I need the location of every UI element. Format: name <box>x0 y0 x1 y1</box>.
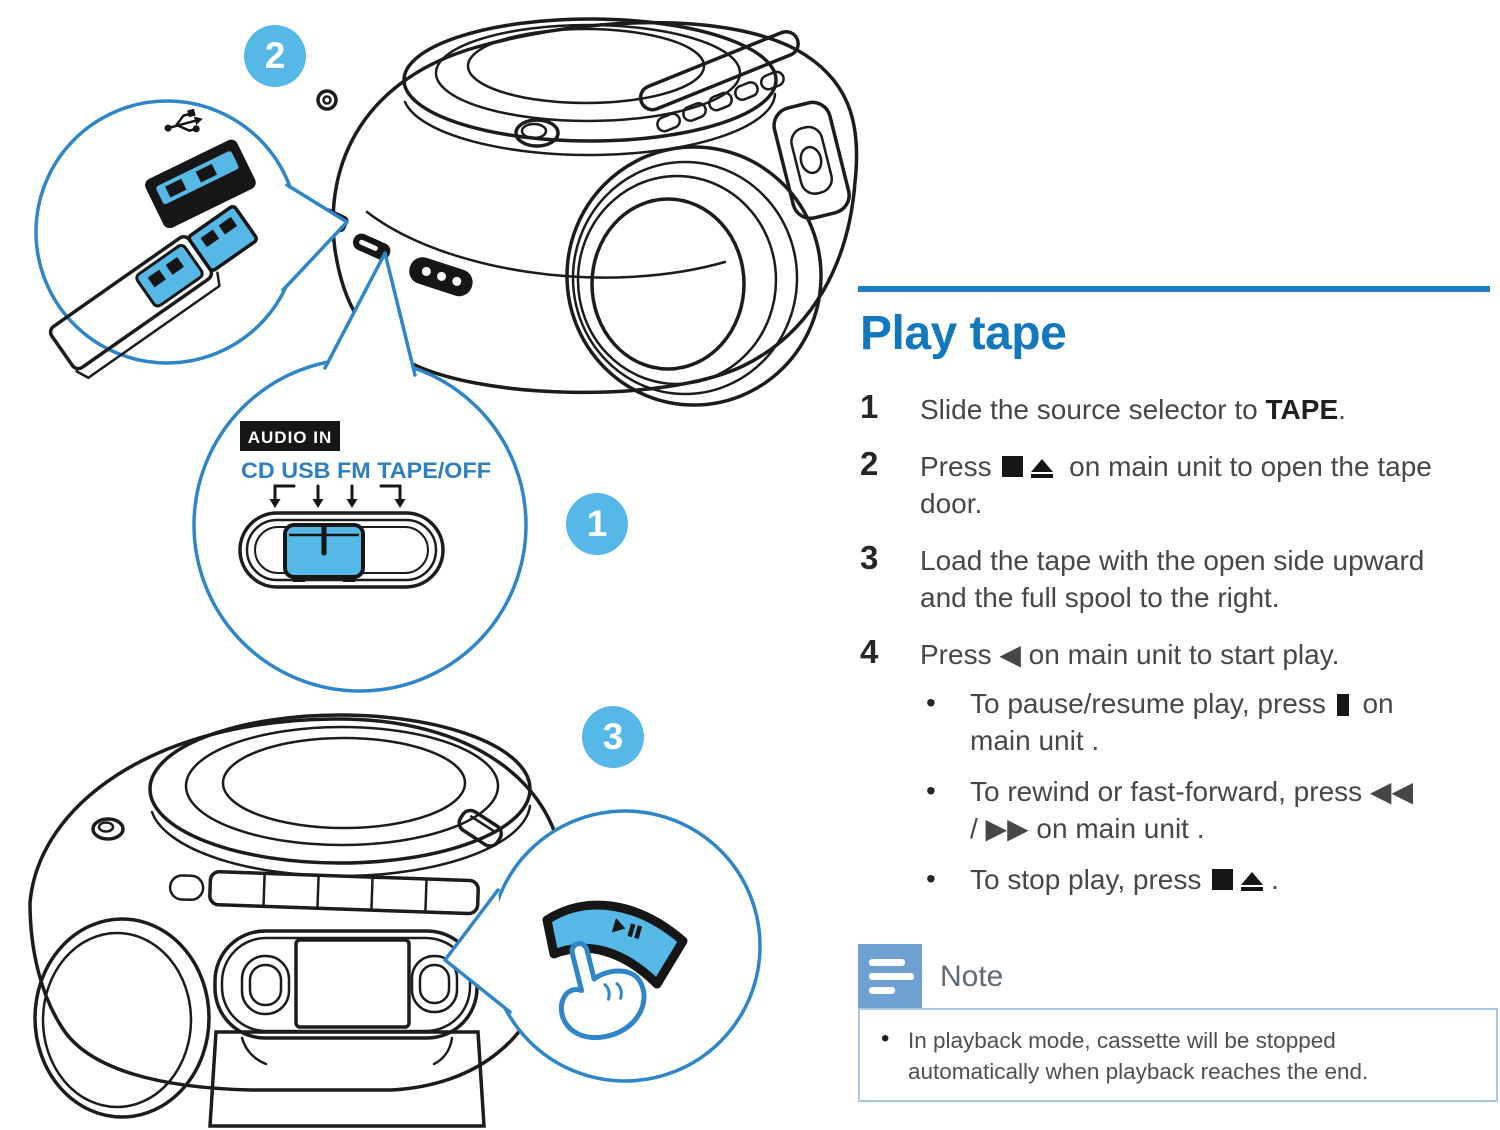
source-options-label: CD USB FM TAPE/OFF <box>241 458 491 483</box>
note-box: In playback mode, cassette will be stopp… <box>858 1008 1498 1102</box>
step-2-number: 2 <box>860 445 879 482</box>
step-list: 1 Slide the source selector to TAPE. 2 P… <box>858 388 1494 898</box>
sub-bullet-rewind-ff: To rewind or fast-forward, press ◀◀ / ▶▶… <box>920 772 1425 847</box>
tape-keyword: TAPE <box>1265 394 1339 425</box>
note-item: In playback mode, cassette will be stopp… <box>876 1023 1381 1087</box>
sub-bullet-stop: To stop play, press . <box>920 860 1425 898</box>
step-4-number: 4 <box>860 633 879 670</box>
note-label: Note <box>940 960 1004 993</box>
lid-hinge <box>457 808 503 848</box>
step-3: 3 Load the tape with the open side upwar… <box>860 539 1425 613</box>
section-rule <box>858 286 1490 292</box>
sub-bullet-list: To pause/resume play, press on main unit… <box>920 684 1494 898</box>
audio-in-label-box <box>240 421 340 451</box>
usb-callout <box>34 99 349 380</box>
play-pause-icon <box>611 918 643 940</box>
position-arrows <box>269 484 406 508</box>
top-speaker <box>565 145 823 407</box>
source-selector-switch <box>352 233 391 260</box>
sub-bullet-pause: To pause/resume play, press on main unit… <box>920 684 1425 759</box>
top-button-row <box>638 29 800 133</box>
usb-trident-icon <box>164 108 203 133</box>
usb-port-socket <box>145 139 256 229</box>
source-selector-callout: AUDIO IN CD USB FM TAPE/OFF <box>192 251 528 693</box>
step-2: 2 Press on main unit to open the tape do… <box>860 445 1432 519</box>
note-header: Note <box>858 932 1494 1008</box>
pause-icon <box>1336 694 1349 716</box>
eject-icon <box>1241 872 1263 891</box>
bottom-speaker <box>33 917 211 1119</box>
step-badge-1: 1 <box>566 493 628 555</box>
top-boombox-illustration <box>316 17 859 407</box>
step-badge-2: 2 <box>244 25 306 87</box>
step-4: 4 Press ◀ on main unit to start play. To… <box>858 633 1494 898</box>
stop-icon <box>1212 869 1234 890</box>
usb-flash-drive <box>48 205 258 380</box>
note-section: Note In playback mode, cassette will be … <box>858 932 1498 1102</box>
section-title: Play tape <box>860 307 1067 360</box>
step-1-number: 1 <box>860 388 879 425</box>
stop-icon <box>1002 456 1024 477</box>
source-selector-slider[interactable] <box>238 511 445 589</box>
step-badge-3: 3 <box>582 706 644 768</box>
step-1: 1 Slide the source selector to TAPE. <box>860 388 1346 425</box>
front-button-strip <box>168 870 480 916</box>
eject-icon <box>1031 459 1053 478</box>
pointing-hand-icon <box>558 941 647 1040</box>
audio-in-label: AUDIO IN <box>248 428 333 447</box>
side-grip <box>409 257 473 297</box>
top-handle <box>772 100 851 221</box>
instructions-column: Play tape 1 Slide the source selector to… <box>858 286 1498 1102</box>
play-button-callout <box>443 809 762 1083</box>
step-3-number: 3 <box>860 539 879 576</box>
note-list-icon <box>858 944 922 1008</box>
